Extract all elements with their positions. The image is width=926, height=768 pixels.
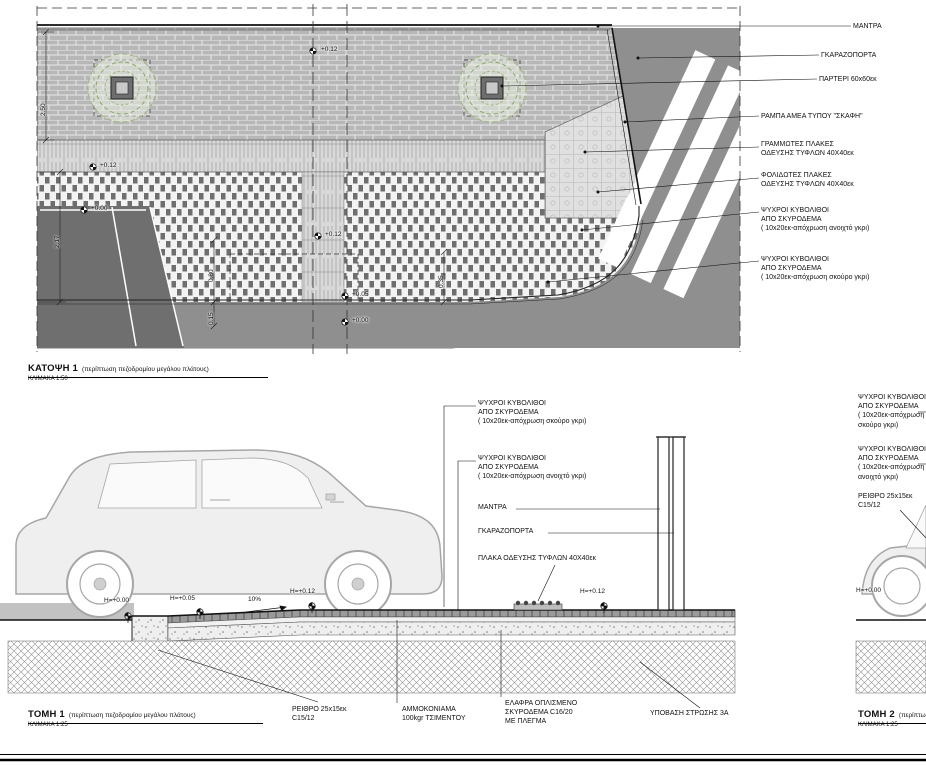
s2-callout-kerb: ΡΕΙΘΡΟ 25x15εκ C15/12 [858, 493, 913, 510]
s1-callout-mantra: ΜΑΝΤΡΑ [478, 504, 507, 511]
s2-callout-cobbles-dark: ΨΥΧΡΟΙ ΚΥΒΟΛΙΘΟΙ ΑΠΟ ΣΚΥΡΟΔΕΜΑ ( 10x20εκ… [858, 394, 926, 429]
plan-dim-035: 0.35 [438, 275, 445, 288]
plan-label-planter: ΠΑΡΤΕΡΙ 60x60εκ [819, 76, 877, 83]
sheet-frame [0, 754, 926, 762]
s2-elev-000: Η=+0.00 [856, 587, 881, 594]
s1-callout-cobbles-dark: ΨΥΧΡΟΙ ΚΥΒΟΛΙΘΟΙ ΑΠΟ ΣΚΥΡΟΔΕΜΑ ( 10x20εκ… [478, 400, 587, 426]
section2-leaders [899, 411, 926, 539]
s1-callout-cobbles-light: ΨΥΧΡΟΙ ΚΥΒΟΛΙΘΟΙ ΑΠΟ ΣΚΥΡΟΔΕΜΑ ( 10x20εκ… [478, 455, 587, 481]
car-fragment [861, 504, 926, 617]
section1-leaders [157, 405, 701, 709]
wall-posts [656, 436, 686, 611]
car-side-view [15, 449, 443, 618]
plan-view [36, 4, 851, 354]
s1-elev-012b: Η=+0.12 [580, 588, 605, 595]
plan-title: ΚΑΤΟΨΗ 1(περίπτωση πεζοδρομίου μεγάλου π… [28, 358, 268, 378]
section1-elevation-marks [124, 602, 608, 623]
plan-dim-250: 2.50 [40, 103, 47, 116]
plan-elev-road-left: +0.00 [91, 205, 108, 212]
plan-elev-top: +0.12 [321, 46, 338, 53]
s2-scale: ΚΛΙΜΑΚΑ 1:25 [858, 722, 898, 728]
s1-note-mortar: ΑΜΜΟΚΟΝΙΑΜΑ 100kgr ΤΣΙΜΕΝΤΟΥ [402, 706, 466, 723]
s2-title-subtitle: (περίπτωση πεζοδρομίου μικρού πλάτους) [898, 712, 926, 719]
plan-dimension-lines [38, 28, 448, 330]
s2-callout-cobbles-light: ΨΥΧΡΟΙ ΚΥΒΟΛΙΘΟΙ ΑΠΟ ΣΚΥΡΟΔΕΜΑ ( 10x20εκ… [858, 446, 926, 481]
s1-scale: ΚΛΙΜΑΚΑ 1:25 [28, 722, 68, 728]
plan-elev-left: +0.12 [100, 162, 117, 169]
plan-dim-080: 0.80 [208, 269, 215, 282]
pavement-layers [0, 609, 736, 694]
plan-elev-kerb: +0.05 [352, 291, 369, 298]
plan-dim-015: 0.15 [208, 312, 215, 325]
s1-title: ΤΟΜΗ 1(περίπτωση πεζοδρομίου μεγάλου πλά… [28, 704, 263, 724]
s1-elev-012a: Η=+0.12 [290, 588, 315, 595]
plan-label-garage-door: ΓΚΑΡΑΖΟΠΟΡΤΑ [821, 52, 877, 59]
s2-title: ΤΟΜΗ 2(περίπτωση πεζοδρομίου μικρού πλάτ… [858, 704, 926, 724]
plan-title-subtitle: (περίπτωση πεζοδρομίου μεγάλου πλάτους) [82, 366, 209, 373]
plan-label-ribbed-plates: ΓΡΑΜΜΩΤΕΣ ΠΛΑΚΕΣ ΟΔΕΥΣΗΣ ΤΥΦΛΩΝ 40Χ40εκ [761, 141, 854, 158]
s1-note-kerb: ΡΕΙΘΡΟ 25x15εκ C15/12 [292, 706, 347, 723]
s1-title-subtitle: (περίπτωση πεζοδρομίου μεγάλου πλάτους) [68, 712, 196, 719]
s1-note-concrete: ΕΛΑΦΡΑ ΟΠΛΙΣΜΕΝΟ ΣΚΥΡΟΔΕΜΑ C16/20 ΜΕ ΠΛΕ… [505, 700, 578, 726]
match-lines [36, 4, 741, 354]
s1-title-text: ΤΟΜΗ 1 [28, 709, 65, 720]
tree-planter-2 [457, 53, 527, 123]
s1-callout-garage-door: ΓΚΑΡΑΖΟΠΟΡΤΑ [478, 528, 534, 535]
plan-label-ramp: ΡΑΜΠΑ ΑΜΕΑ ΤΥΠΟΥ "ΣΚΑΦΗ" [761, 113, 863, 120]
plan-scale: ΚΛΙΜΑΚΑ 1:50 [28, 376, 68, 382]
s1-slope-10: 10% [248, 596, 262, 603]
s1-callout-tactile-plate: ΠΛΑΚΑ ΟΔΕΥΣΗΣ ΤΥΦΛΩΝ 40Χ40εκ [478, 555, 597, 562]
s1-elev-005: Η=+0.05 [170, 595, 195, 602]
plan-label-cobbles-dark: ΨΥΧΡΟΙ ΚΥΒΟΛΙΘΟΙ ΑΠΟ ΣΚΥΡΟΔΕΜΑ ( 10x20εκ… [761, 256, 870, 282]
tree-planter-1 [87, 53, 157, 123]
plan-title-text: ΚΑΤΟΨΗ 1 [28, 363, 79, 374]
s1-elev-000: Η=+0.00 [104, 597, 129, 604]
s1-note-subbase: ΥΠΟΒΑΣΗ ΣΤΡΩΣΗΣ 3Α [650, 710, 729, 717]
road-wedge [37, 206, 184, 348]
plan-elev-mid: +0.12 [325, 231, 342, 238]
plan-elev-road: +0.00 [352, 317, 369, 324]
plan-leaders [500, 24, 851, 284]
plan-label-scaled-plates: ΦΟΛΙΔΩΤΕΣ ΠΛΑΚΕΣ ΟΔΕΥΣΗΣ ΤΥΦΛΩΝ 40Χ40εκ [761, 172, 854, 189]
section-2 [855, 411, 926, 694]
plan-dim-217: 2.17 [54, 235, 61, 248]
plan-label-cobbles-light: ΨΥΧΡΟΙ ΚΥΒΟΛΙΘΟΙ ΑΠΟ ΣΚΥΡΟΔΕΜΑ ( 10x20εκ… [761, 207, 870, 233]
s2-title-text: ΤΟΜΗ 2 [858, 709, 895, 720]
tactile-plate [513, 600, 563, 611]
section-1 [0, 405, 736, 709]
plan-label-mantra: ΜΑΝΤΡΑ [853, 23, 882, 30]
